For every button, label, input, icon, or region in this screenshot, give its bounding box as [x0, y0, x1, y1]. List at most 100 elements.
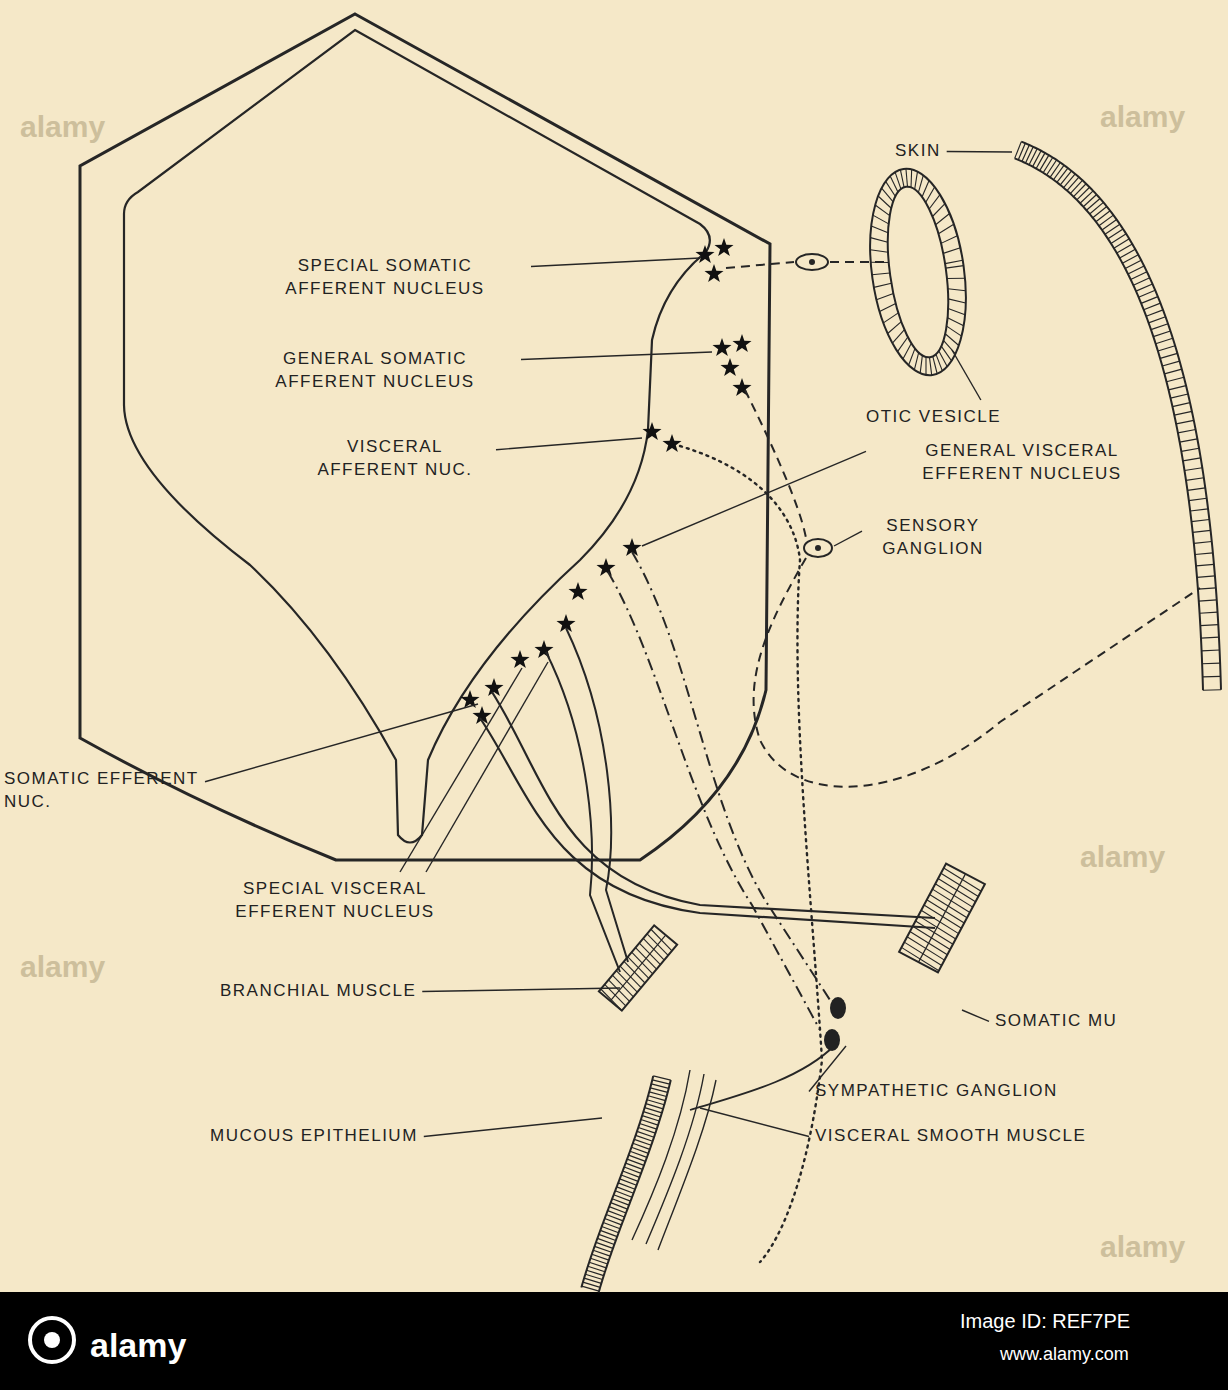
neuron-cell	[642, 422, 661, 440]
skin-layer-cells	[1096, 211, 1110, 222]
structure-label: SKIN	[895, 140, 941, 163]
skin-layer-cells	[1190, 509, 1208, 511]
neuron-cell	[662, 434, 681, 452]
leader-line	[700, 1108, 809, 1136]
skin-layer-cells	[1193, 530, 1211, 532]
vesicle-cell	[920, 180, 931, 197]
neuron-cell	[510, 650, 529, 668]
skin-layer-cells	[1203, 676, 1221, 678]
nucleus-label: SPECIAL SOMATIC AFFERENT NUCLEUS	[245, 255, 525, 301]
skin-layer-cells	[1033, 151, 1041, 167]
skin-layer-cells	[1183, 458, 1201, 461]
vesicle-cell	[909, 169, 915, 187]
vesicle-cell	[895, 172, 901, 190]
nucleus-label: GENERAL SOMATIC AFFERENT NUCLEUS	[235, 348, 515, 394]
neuron-cell	[596, 558, 615, 576]
epithelium-layer	[599, 1080, 671, 1292]
bipolar-cell	[796, 254, 828, 270]
vesicle-cell	[948, 306, 965, 317]
skin-layer-cells	[1136, 284, 1152, 291]
muscle-outline	[599, 925, 677, 1010]
skin-layer-cells	[1153, 331, 1170, 337]
skin-layer-cells	[1176, 420, 1194, 424]
skin-layer-cells	[1090, 202, 1104, 214]
leader-line	[422, 988, 620, 991]
vesicle-cell	[948, 316, 964, 328]
footer-logo-text: alamy	[90, 1326, 186, 1365]
skin-layer-cells	[1169, 386, 1186, 390]
epithelium-layer-cells	[646, 1104, 663, 1109]
vesicle-cell	[947, 276, 965, 281]
skin-layer-cells	[1077, 187, 1090, 200]
vesicle-cell	[870, 247, 888, 254]
structure-label: SYMPATHETIC GANGLION	[815, 1080, 1058, 1103]
epithelium-layer-cells	[649, 1092, 666, 1097]
skin-layer-cells	[1093, 207, 1107, 218]
vesicle-cell	[948, 297, 966, 306]
vesicle-cell	[940, 236, 958, 244]
vesicle-cell	[948, 286, 966, 293]
brainstem-outline	[80, 14, 770, 860]
leader-line	[947, 151, 1012, 153]
skin-layer-cells	[1180, 439, 1198, 442]
neuron-cell	[732, 378, 751, 396]
epithelium-layer-cells	[651, 1084, 668, 1088]
somatic-muscle	[899, 864, 985, 973]
structure-label: MUCOUS EPITHELIUM	[210, 1125, 418, 1148]
skin-layer-cells	[1149, 317, 1166, 323]
skin-layer-cells	[1151, 324, 1168, 330]
skin-layer-cells	[1200, 625, 1218, 626]
vesicle-cell	[936, 354, 942, 372]
leader-line	[834, 531, 862, 546]
vesicle-cell	[937, 224, 954, 234]
vesicle-cell	[901, 343, 914, 359]
muscle-fibre	[610, 935, 665, 1001]
vesicle-cell	[886, 322, 902, 334]
skin-layer-cells	[1131, 272, 1147, 280]
skin-layer-cells	[1189, 498, 1207, 500]
leader-line	[531, 258, 700, 266]
afferent-fibre	[726, 262, 794, 268]
skin-layer-cells	[1202, 662, 1220, 664]
skin-layer-cells	[1043, 157, 1053, 172]
vesicle-cell	[916, 175, 926, 192]
vesicle-cell	[873, 213, 889, 226]
vesicle-cell	[874, 283, 892, 287]
skin-layer-cells	[1202, 649, 1220, 651]
skin-layer-cells	[1120, 249, 1136, 258]
vesicle-cell	[906, 348, 917, 365]
vesicle-cell	[876, 294, 894, 300]
leader-line	[424, 1118, 602, 1136]
neuron-cell	[460, 690, 479, 708]
skin-layer-cells	[1050, 163, 1060, 178]
leader-line	[400, 668, 522, 872]
skin-layer-cells	[1139, 290, 1156, 297]
skin-layer-cells	[1080, 191, 1093, 203]
neuron-cell	[732, 334, 751, 352]
sympathetic-cell	[830, 997, 846, 1019]
skin-layer-cells	[1146, 310, 1163, 316]
smooth-muscle-fibre	[646, 1074, 704, 1244]
vesicle-cell	[943, 248, 961, 254]
skin-layer-cells	[1166, 377, 1183, 381]
epithelium-layer-cells	[653, 1076, 671, 1080]
skin-layer-cells	[1022, 145, 1029, 161]
skin-layer	[1021, 142, 1221, 690]
epithelium-layer-cells	[582, 1286, 599, 1291]
skin-layer-cells	[1086, 198, 1100, 210]
image-id: Image ID: REF7PE	[960, 1310, 1130, 1333]
skin-layer-cells	[1122, 255, 1138, 264]
vesicle-cell	[947, 324, 962, 338]
epithelium-layer-cells	[643, 1112, 660, 1117]
skin-layer-cells	[1141, 297, 1158, 304]
skin-layer-cells	[1174, 411, 1192, 415]
watermark: alamy	[1100, 100, 1185, 134]
skin-layer-cells	[1171, 394, 1189, 398]
muscle-outline	[899, 864, 985, 973]
neuron-cell	[695, 245, 714, 263]
skin-layer-cells	[1199, 600, 1217, 601]
skin-layer-cells	[1083, 195, 1096, 207]
skin-layer-cells	[1057, 168, 1068, 182]
leader-line	[205, 704, 478, 782]
footer-bar	[0, 1292, 1228, 1390]
